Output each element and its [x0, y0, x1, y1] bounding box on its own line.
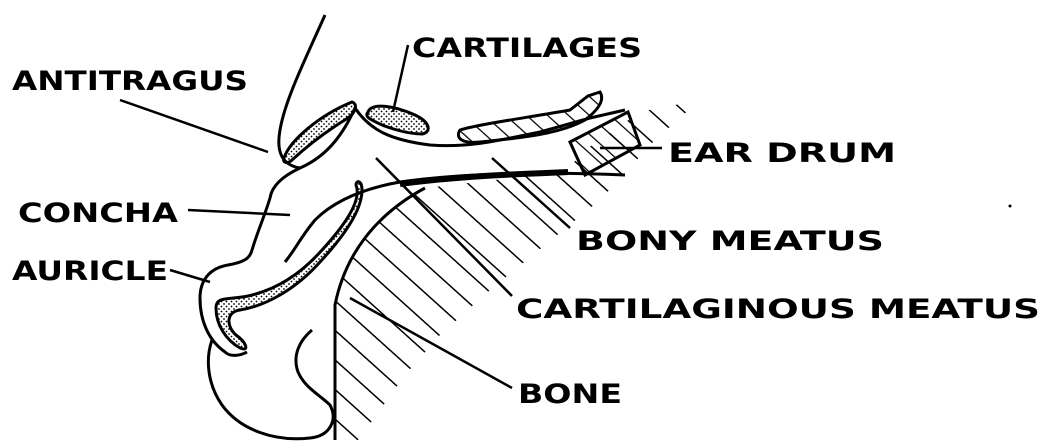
label-ear-drum: EAR DRUM [668, 138, 896, 169]
label-antitragus: ANTITRAGUS [12, 66, 248, 97]
label-concha: CONCHA [18, 198, 178, 229]
leader-auricle [170, 270, 210, 282]
canal-cartilage-strip [458, 92, 601, 142]
label-bony-meatus: BONY MEATUS [576, 226, 884, 257]
leader-concha [188, 210, 290, 215]
leader-antitragus [120, 100, 268, 152]
antitragus-cartilage [284, 102, 356, 162]
speck [1009, 205, 1012, 208]
lobule-outline [208, 330, 333, 439]
leader-cartilages [393, 45, 408, 112]
label-cartilages: CARTILAGES [412, 33, 642, 64]
label-bone: BONE [518, 379, 622, 410]
label-auricle: AURICLE [12, 256, 168, 287]
label-cartilaginous-meatus: CARTILAGINOUS MEATUS [516, 294, 1040, 325]
